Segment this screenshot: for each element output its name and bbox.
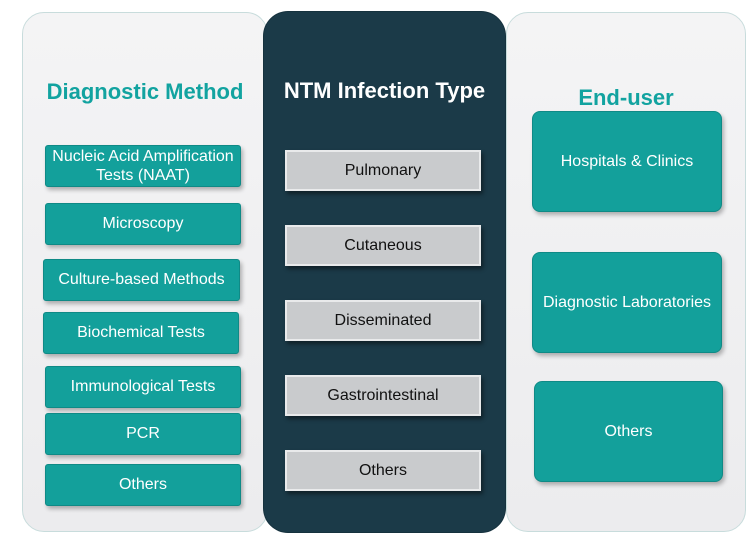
diagnostic-method-title: Diagnostic Method — [46, 79, 244, 104]
method-item-others: Others — [45, 464, 241, 506]
method-item-culture: Culture-based Methods — [43, 259, 240, 301]
infection-item-disseminated: Disseminated — [285, 300, 481, 341]
end-user-item-others: Others — [534, 381, 723, 482]
method-item-microscopy: Microscopy — [45, 203, 241, 245]
infection-type-title: NTM Infection Type — [283, 78, 486, 103]
method-item-naat: Nucleic Acid Amplification Tests (NAAT) — [45, 145, 241, 187]
end-user-item-hospitals: Hospitals & Clinics — [532, 111, 722, 212]
method-item-biochemical: Biochemical Tests — [43, 312, 239, 354]
end-user-item-laboratories: Diagnostic Laboratories — [532, 252, 722, 353]
infection-item-pulmonary: Pulmonary — [285, 150, 481, 191]
infection-item-others: Others — [285, 450, 481, 491]
infection-item-cutaneous: Cutaneous — [285, 225, 481, 266]
infection-item-gastrointestinal: Gastrointestinal — [285, 375, 481, 416]
method-item-pcr: PCR — [45, 413, 241, 455]
method-item-immunological: Immunological Tests — [45, 366, 241, 408]
end-user-title: End-user — [578, 85, 674, 110]
infection-type-panel: NTM Infection Type — [264, 12, 505, 532]
